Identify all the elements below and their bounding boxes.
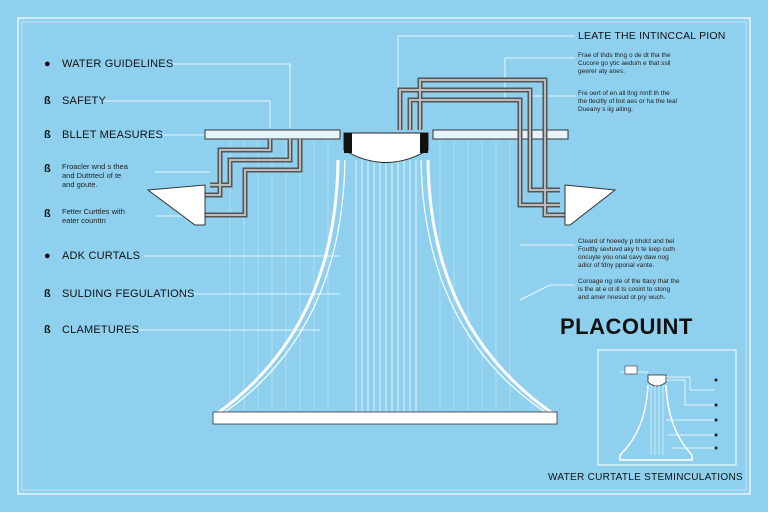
bell-inner-left [224, 159, 346, 413]
left-label-8: CLAMETURES [62, 324, 140, 336]
bottom-caption: WATER CURTATLE STEMINCULATIONS [548, 472, 743, 483]
side-curtain-lines [229, 140, 511, 410]
right-header: LEATE THE INTINCCAL PION [578, 30, 726, 42]
left-shelf [204, 129, 341, 140]
left-label-2: SAFETY [62, 95, 106, 107]
left-label-4: Froacler wnd s thea and Duttrtecl of te … [62, 162, 128, 189]
right-note-1: Frae of thds thng o de dt tha the Cucore… [578, 52, 671, 75]
right-leaders [397, 35, 575, 301]
left-leaders [100, 63, 340, 331]
label-bullet-icon: ß [44, 163, 51, 175]
label-bullet-icon: ● [44, 58, 51, 70]
label-bullet-icon: ß [44, 288, 51, 300]
label-bullet-icon: ● [44, 250, 51, 262]
placount-title: PLACOUINT [560, 314, 693, 339]
right-piping-inner [399, 79, 565, 216]
left-nozzle [146, 184, 206, 226]
top-bowl [343, 132, 429, 163]
inset-frame [597, 349, 737, 466]
inner-border [21, 21, 747, 491]
label-bullet-icon: ß [44, 208, 51, 220]
right-note-2: Fre oert of en all tlng mnfl th the the … [578, 90, 678, 113]
bell-outline [213, 159, 557, 424]
bell-inner-right [420, 159, 546, 413]
left-label-1: WATER GUIDELINES [62, 58, 174, 70]
label-bullet-icon: ß [44, 95, 51, 107]
base-plate [212, 411, 558, 425]
bowl-left-cap [344, 133, 352, 153]
left-label-5: Fetter Curttles with eater counttn [62, 207, 125, 225]
left-label-3: BLLET MEASURES [62, 129, 164, 141]
bowl-right-cap [420, 133, 428, 153]
right-note-3: Cteard of hoeedy p bhdct and bel Fouttty… [578, 238, 675, 269]
inset-drawing [619, 365, 718, 461]
water-curtain-lines [355, 160, 417, 420]
label-bullet-icon: ß [44, 324, 51, 336]
right-shelf [432, 129, 569, 140]
left-piping-inner [200, 139, 301, 216]
label-bullet-icon: ß [44, 129, 51, 141]
left-label-6: ADK CURTALS [62, 250, 141, 262]
left-label-7: SULDING FEGULATIONS [62, 288, 195, 300]
outer-border [17, 17, 751, 495]
right-nozzle [564, 184, 617, 226]
right-note-4: Coroage ng ste of the ttacy that the is … [578, 278, 680, 301]
